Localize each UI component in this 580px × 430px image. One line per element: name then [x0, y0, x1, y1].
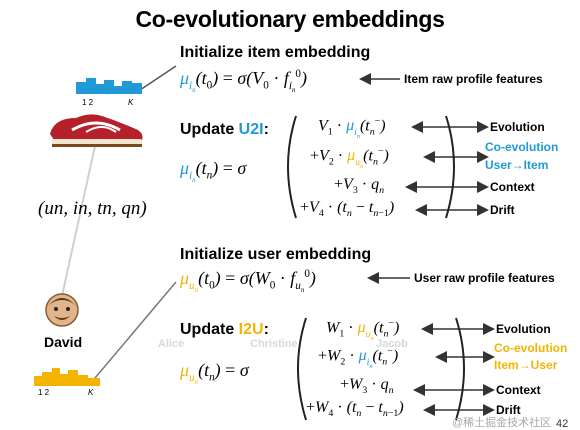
item-term-2: +V2 · μun(tn−): [310, 146, 389, 170]
user-bar-tick-right: K: [88, 388, 94, 397]
item-label-evolution: Evolution: [490, 120, 545, 134]
user-update-header: Update I2U:: [180, 321, 269, 339]
user-link-line: [94, 281, 177, 379]
user-feature-label: User raw profile features: [414, 271, 555, 285]
user-label-context: Context: [496, 383, 541, 397]
user-term-2: +W2 · μin(tn−): [318, 346, 399, 370]
user-embedding-bar-icon: [34, 368, 100, 386]
interaction-tuple: (un, in, tn, qn): [38, 198, 147, 219]
user-left-paren: [297, 317, 307, 421]
user-term-4: +W4 · (tn − tn−1): [306, 399, 404, 420]
item-term-1: V1 · μin(tn−): [318, 116, 386, 140]
item-link-line: [139, 65, 177, 91]
item-init-header: Initialize item embedding: [180, 44, 371, 61]
shoe-icon: [50, 114, 143, 147]
item-right-paren: [445, 115, 455, 219]
item-bar-tick-left: 1 2: [82, 98, 94, 107]
item-embedding-bar-icon: [76, 78, 142, 94]
page-number: 42: [556, 418, 569, 430]
item-bar-tick-right: K: [128, 98, 134, 107]
user-init-formula: μun(t0) = σ(W0 · fun0): [180, 268, 316, 294]
item-term-4: +V4 · (tn − tn−1): [300, 199, 395, 220]
item-label-drift: Drift: [490, 203, 515, 217]
user-bar-tick-left: 1 2: [38, 388, 50, 397]
user-update-tag: I2U: [238, 321, 264, 338]
item-label-context: Context: [490, 180, 535, 194]
faint-name-1: Alice: [158, 338, 185, 350]
item-update-header: Update U2I:: [180, 121, 269, 139]
user-label-evolution: Evolution: [496, 322, 551, 336]
user-name: David: [44, 334, 83, 350]
faint-name-3: Jacob: [376, 338, 408, 350]
faint-name-2: Christine: [250, 338, 298, 350]
item-feature-label: Item raw profile features: [404, 72, 543, 86]
user-update-prefix: Update: [180, 321, 239, 338]
user-label-drift: Drift: [496, 403, 521, 417]
item-label-direction: User→Item: [485, 158, 549, 172]
item-init-formula: μin(t0) = σ(V0 · fin0): [180, 68, 307, 94]
item-term-3: +V3 · qn: [334, 176, 385, 197]
user-term-1: W1 · μun(tn−): [326, 318, 400, 342]
item-update-lhs: μin(tn) = σ: [180, 158, 247, 184]
item-update-colon: :: [263, 121, 269, 138]
user-term-3: +W3 · qn: [340, 376, 394, 397]
watermark: @稀土掘金技术社区: [452, 417, 552, 429]
user-label-direction: Item→User: [494, 358, 558, 372]
item-label-coevolution: Co-evolution: [485, 140, 559, 154]
page-title: Co-evolutionary embeddings: [135, 6, 445, 32]
user-update-colon: :: [263, 321, 269, 338]
avatar-icon: [45, 293, 79, 327]
item-update-prefix: Update: [180, 121, 239, 138]
item-update-tag: U2I: [238, 121, 264, 138]
user-update-lhs: μun(tn) = σ: [180, 360, 249, 386]
user-init-header: Initialize user embedding: [180, 246, 372, 263]
user-right-paren: [455, 317, 465, 421]
user-label-coevolution: Co-evolution: [494, 341, 568, 355]
item-left-paren: [287, 115, 297, 219]
interaction-line: [61, 145, 96, 297]
